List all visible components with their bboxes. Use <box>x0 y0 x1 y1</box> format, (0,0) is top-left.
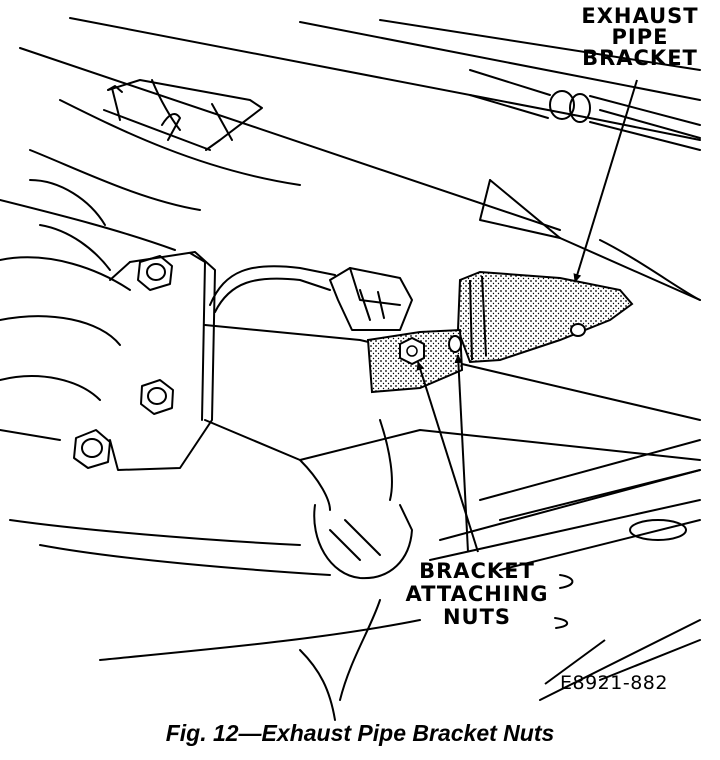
leader-lines <box>416 79 638 685</box>
floor-lines <box>9 469 701 721</box>
exhaust-flange <box>109 251 216 471</box>
flange-nut-middle <box>140 379 174 415</box>
flange-nut-top <box>137 255 173 291</box>
sensor-wire <box>209 265 336 313</box>
exhaust-tube-upper <box>469 69 701 151</box>
bracket-attaching-nut-2 <box>448 335 462 353</box>
exhaust-pipe-bracket <box>456 270 634 364</box>
callout-line: PIPE <box>611 25 669 49</box>
flange-nut-lower <box>73 429 111 469</box>
callout-line: ATTACHING <box>405 582 549 607</box>
upper-bracket <box>103 79 263 151</box>
crossmember <box>204 179 701 511</box>
figure-caption: Fig. 12—Exhaust Pipe Bracket Nuts <box>165 720 555 746</box>
sensor-connector <box>329 267 413 331</box>
bracket-attaching-nut-1 <box>399 336 425 366</box>
callout-line: EXHAUST <box>581 4 699 28</box>
figure-code: E8921-882 <box>560 672 668 694</box>
underbody-lines <box>19 17 701 231</box>
chassis-lines-right <box>479 237 701 521</box>
callout-line: BRACKET <box>419 559 535 583</box>
callout-bracket-attaching-nuts: BRACKET ATTACHING NUTS <box>392 559 562 630</box>
lower-mount <box>313 504 413 580</box>
callout-line: NUTS <box>442 605 512 630</box>
callout-exhaust-pipe-bracket: EXHAUST PIPE BRACKET <box>565 6 715 69</box>
callout-line: BRACKET <box>582 46 698 70</box>
converter-housing <box>0 179 176 441</box>
